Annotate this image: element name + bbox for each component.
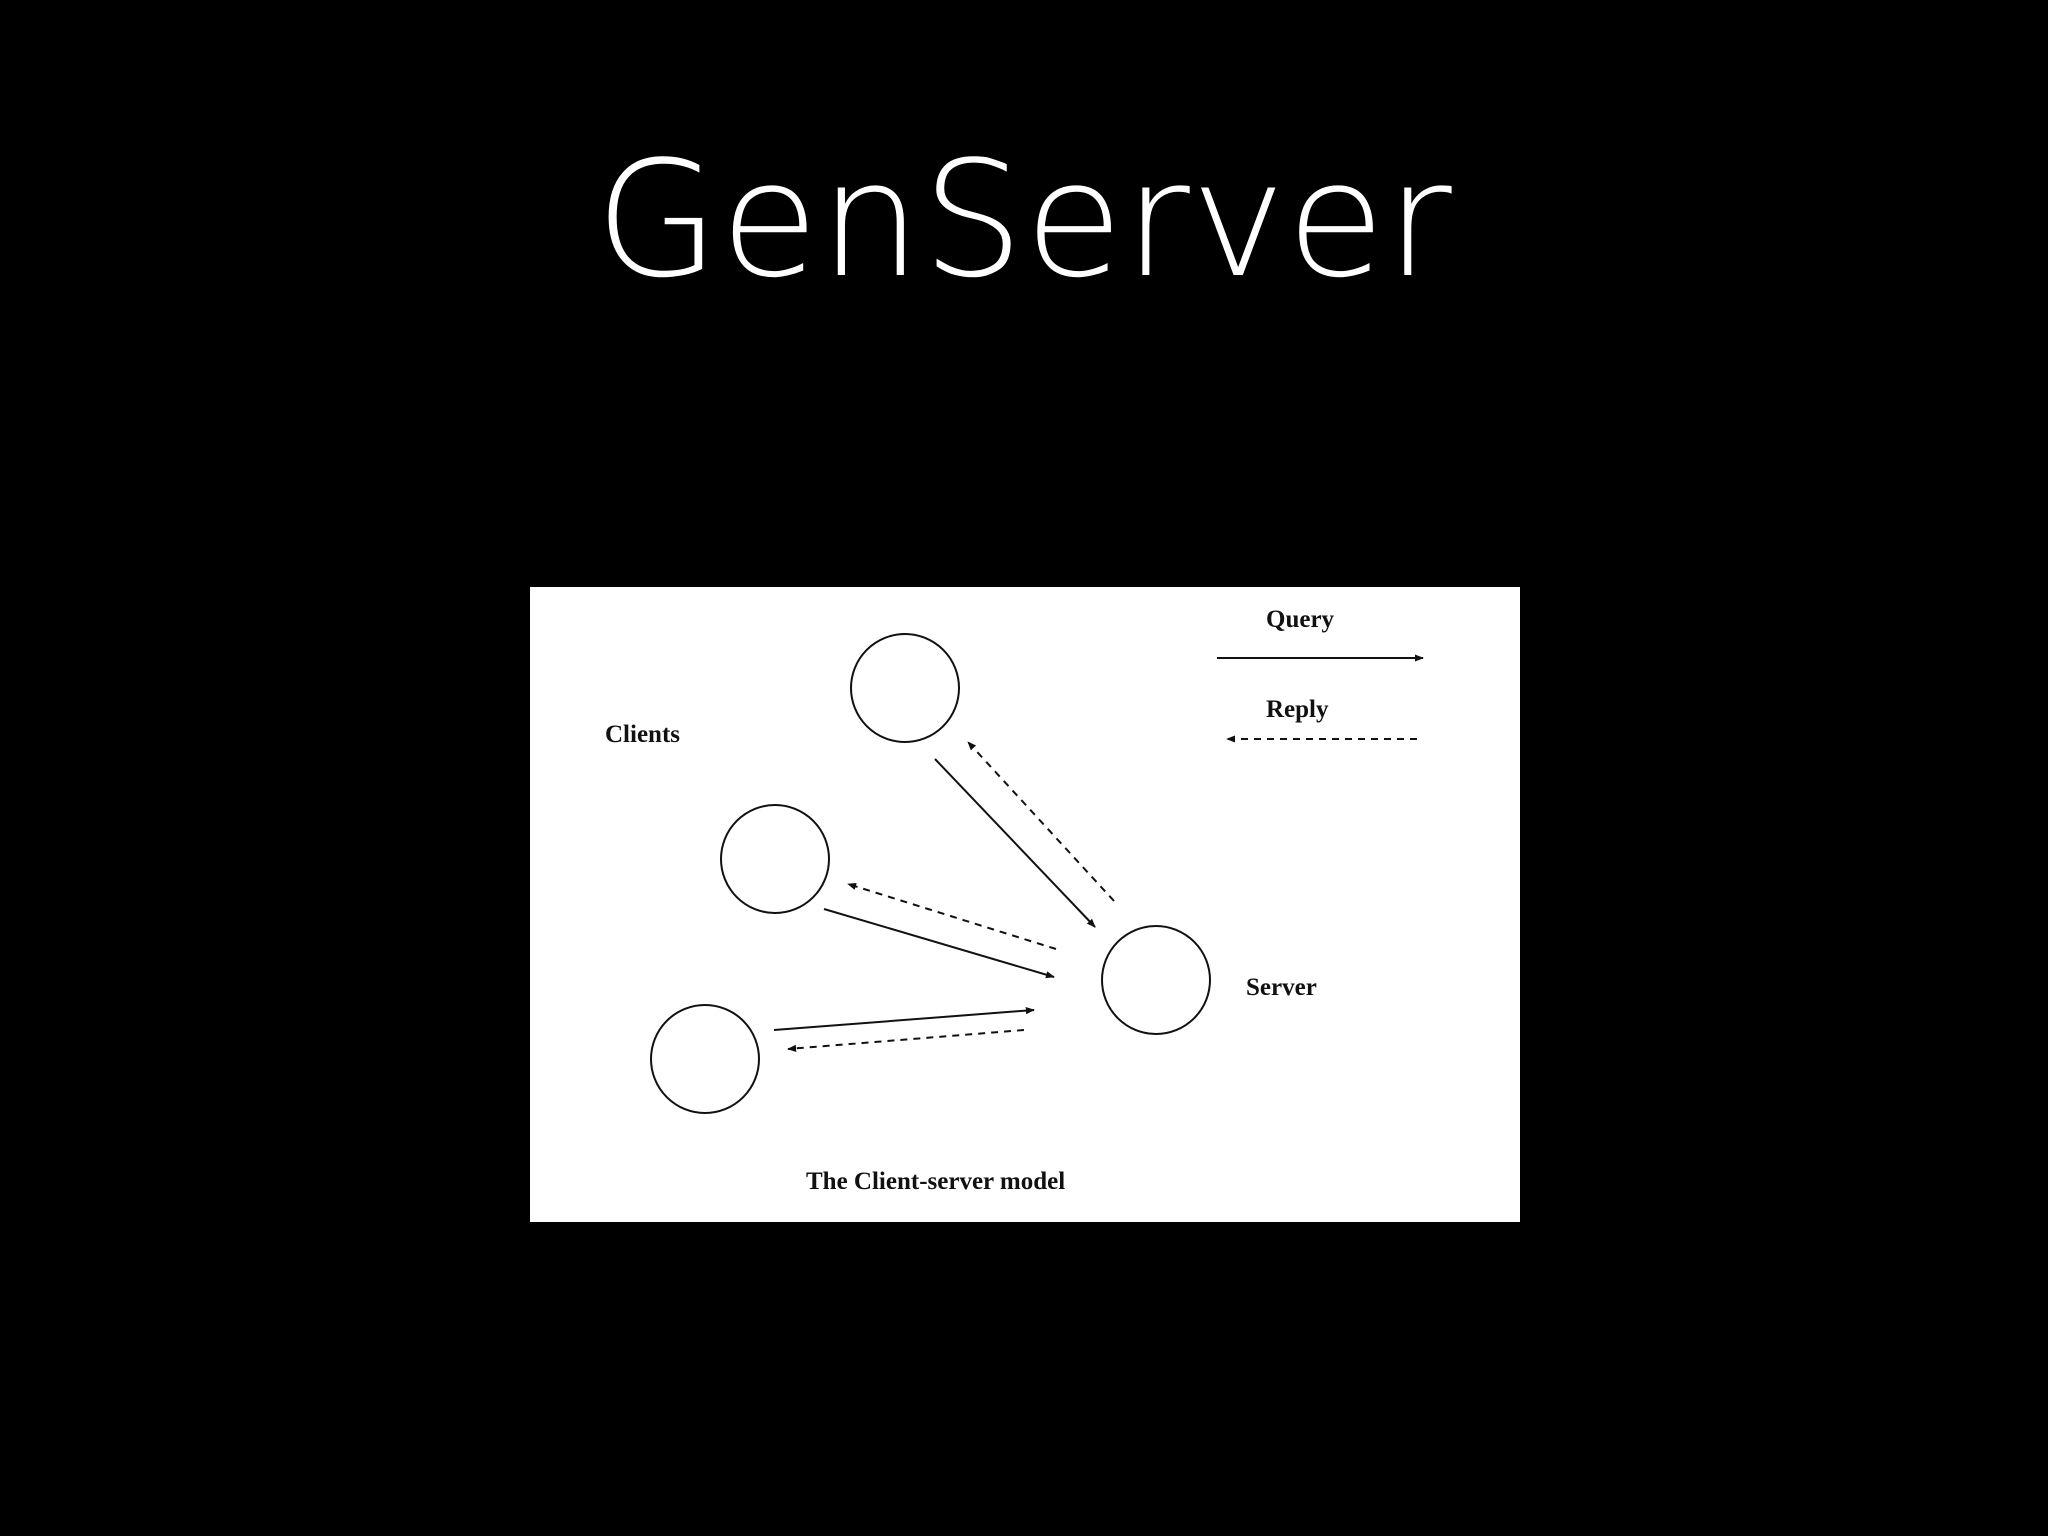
legend-query-label: Query [1266, 606, 1335, 633]
client-bottom-node [650, 1004, 760, 1114]
query-arrow-client-top [934, 758, 1096, 928]
query-arrow-client-middle [823, 908, 1055, 979]
reply-arrow-client-middle [847, 882, 1057, 950]
server-node [1101, 925, 1211, 1035]
slide-title: GenServer [595, 126, 1453, 313]
reply-arrow-client-top [967, 741, 1115, 902]
client-server-diagram: Clients Server The Client-server model Q… [530, 587, 1520, 1222]
clients-label: Clients [605, 721, 680, 748]
legend-reply-label: Reply [1266, 696, 1329, 723]
client-middle-node [720, 804, 830, 914]
client-top-node [850, 633, 960, 743]
query-arrow-client-bottom [773, 1007, 1035, 1031]
reply-arrow-client-bottom [787, 1029, 1025, 1052]
server-label: Server [1246, 974, 1317, 1001]
diagram-caption: The Client-server model [806, 1168, 1065, 1195]
diagram-canvas: Clients Server The Client-server model Q… [605, 606, 1424, 1195]
